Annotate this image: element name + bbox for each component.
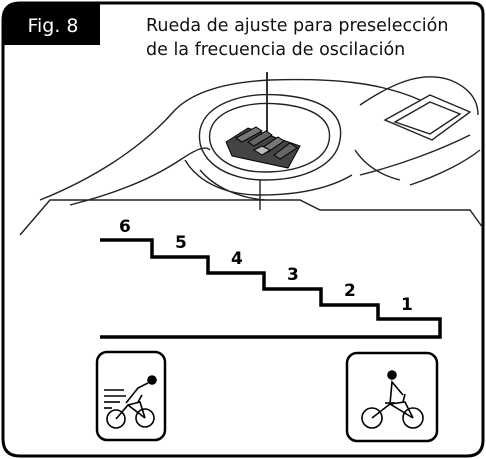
frequency-staircase (100, 238, 442, 339)
fast-cyclist-icon (95, 350, 167, 442)
step-label-6: 6 (119, 217, 131, 237)
step-label-1: 1 (401, 295, 413, 315)
caption-line-1: Rueda de ajuste para preselección (146, 16, 449, 36)
figure-caption: Rueda de ajuste para preselección de la … (146, 14, 481, 62)
figure-label-tab (3, 3, 100, 45)
caption-line-2: de la frecuencia de oscilación (146, 40, 406, 60)
step-label-4: 4 (231, 249, 243, 269)
figure-label: Fig. 8 (27, 15, 79, 37)
adjustment-wheel (225, 126, 301, 169)
step-label-2: 2 (344, 281, 356, 301)
step-label-5: 5 (175, 233, 187, 253)
upright-cyclist-icon (345, 351, 439, 443)
step-label-3: 3 (287, 265, 299, 285)
device-sketch (19, 76, 484, 236)
